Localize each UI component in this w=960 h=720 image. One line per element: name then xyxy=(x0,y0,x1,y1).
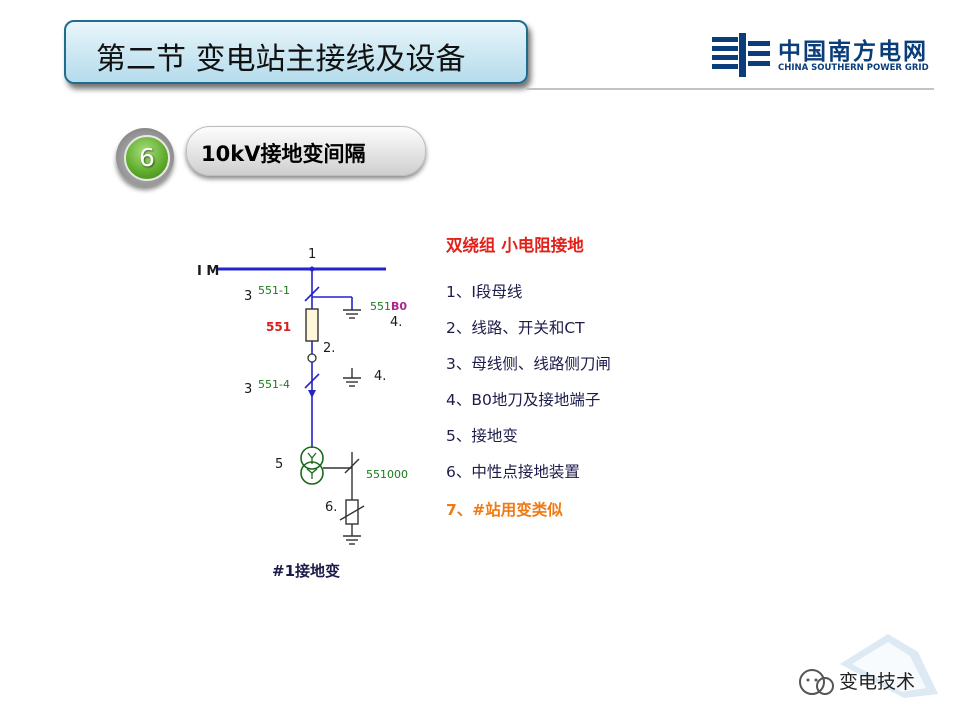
watermark: 变电技术 xyxy=(778,634,948,714)
section-number-badge: 6 xyxy=(116,128,174,186)
earth-switch-b0-suffix: B0 xyxy=(391,300,407,313)
wiring-diagram: I M 1 3 551-1 551B0 4. 551 2. 3 551-4 4. xyxy=(197,247,408,580)
csg-logo-icon xyxy=(712,33,770,77)
legend-item-1: 1、Ⅰ段母线 xyxy=(446,283,523,301)
neutral-switch-label: 551000 xyxy=(366,468,408,481)
logo-chinese-name: 中国南方电网 xyxy=(778,39,928,65)
transformer-zigzag-mark xyxy=(306,452,318,479)
earth-switch-b0-label: 551B0 xyxy=(370,300,407,313)
watermark-logo-icon xyxy=(799,634,938,698)
bus-label: I M xyxy=(197,264,219,279)
earth-symbol-b0 xyxy=(343,309,361,319)
label-2: 2. xyxy=(323,341,335,356)
slide-title: 第二节 变电站主接线及设备 xyxy=(96,42,466,77)
feeder-direction-arrow xyxy=(308,390,316,398)
logo-english-name: CHINA SOUTHERN POWER GRID xyxy=(778,63,929,73)
legend-title: 双绕组 小电阻接地 xyxy=(446,236,584,255)
csg-logo: 中国南方电网 CHINA SOUTHERN POWER GRID xyxy=(712,33,948,79)
section-number: 6 xyxy=(139,143,155,172)
legend-item-4: 4、B0地刀及接地端子 xyxy=(446,391,601,409)
disconnector-551-4-label: 551-4 xyxy=(258,378,290,391)
legend-item-5: 5、接地变 xyxy=(446,427,518,445)
legend-item-6: 6、中性点接地装置 xyxy=(446,463,580,481)
section-number-disc: 6 xyxy=(124,135,170,181)
disconnector-551-1-blade xyxy=(304,286,320,302)
section-title-pill: 10kV接地变间隔 xyxy=(186,126,426,176)
slide-title-box: 第二节 变电站主接线及设备 xyxy=(64,20,528,84)
neutral-switch-blade xyxy=(344,458,360,474)
earth-symbol-neutral xyxy=(343,535,361,545)
transformer-winding-primary xyxy=(300,446,324,470)
breaker-551 xyxy=(305,308,319,342)
legend-item-7: 7、#站用变类似 xyxy=(446,501,563,519)
label-4-lower: 4. xyxy=(374,369,386,384)
earth-switch-b0-number: 551 xyxy=(370,300,391,313)
section-title: 10kV接地变间隔 xyxy=(201,142,366,166)
label-1: 1 xyxy=(308,247,316,262)
legend-item-2: 2、线路、开关和CT xyxy=(446,319,585,337)
disconnector-551-1-label: 551-1 xyxy=(258,284,290,297)
label-4-upper: 4. xyxy=(390,315,402,330)
ct-symbol xyxy=(307,353,317,363)
watermark-text: 变电技术 xyxy=(839,671,916,693)
label-3-lower: 3 xyxy=(244,382,252,397)
header-divider xyxy=(526,88,934,90)
grounding-resistor xyxy=(345,499,359,525)
label-5: 5 xyxy=(275,457,283,472)
earth-symbol-line-side xyxy=(343,377,361,387)
disconnector-551-4-blade xyxy=(304,373,320,389)
legend-item-3: 3、母线侧、线路侧刀闸 xyxy=(446,355,611,373)
label-3-upper: 3 xyxy=(244,289,252,304)
grounding-resistor-slash xyxy=(339,505,365,521)
diagram-caption: #1接地变 xyxy=(272,562,340,580)
breaker-551-label: 551 xyxy=(266,320,291,334)
label-6: 6. xyxy=(325,500,337,515)
